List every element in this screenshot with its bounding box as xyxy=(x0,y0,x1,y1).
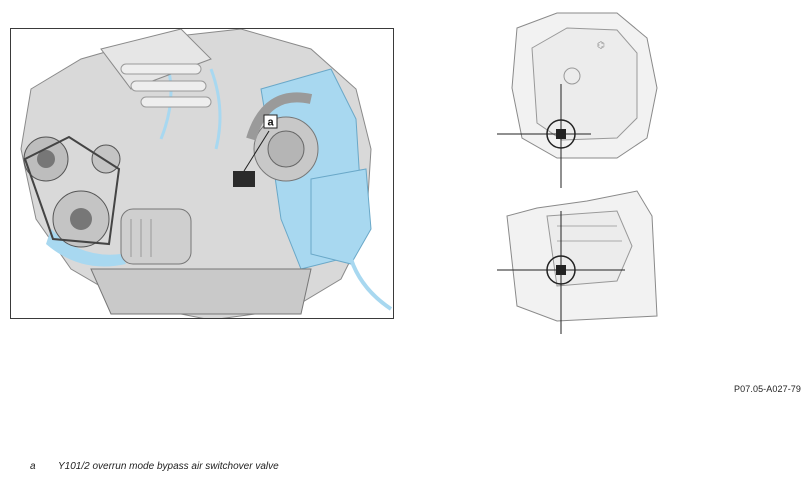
switchover-valve-marker xyxy=(233,171,255,187)
locator-top-view: ⌬ xyxy=(497,12,658,188)
locator-side-view xyxy=(497,190,658,334)
legend-key: a xyxy=(30,461,36,472)
callout-box xyxy=(263,114,278,129)
engine-cover-mark: ⌬ xyxy=(597,40,605,50)
engine-illustration: a xyxy=(10,28,394,319)
figure-id: P07.05-A027-79 xyxy=(734,384,801,394)
legend-item: a Y101/2 overrun mode bypass air switchov… xyxy=(30,461,279,472)
engine-drawing: a xyxy=(20,29,393,318)
callout-label: a xyxy=(267,117,274,129)
legend-text: Y101/2 overrun mode bypass air switchove… xyxy=(58,461,279,472)
